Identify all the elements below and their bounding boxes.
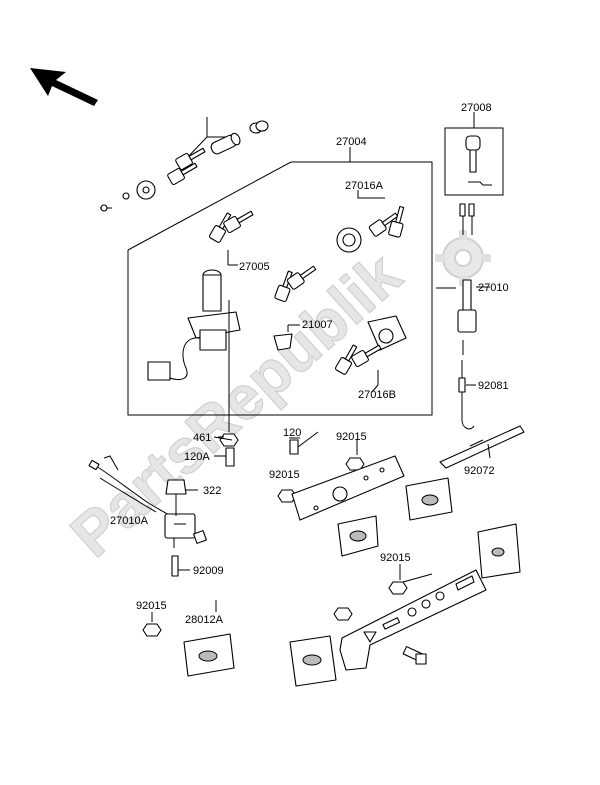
label-27010A: 27010A bbox=[110, 515, 149, 527]
label-92072: 92072 bbox=[464, 465, 495, 477]
cap-nut-322 bbox=[165, 479, 198, 516]
key-icon bbox=[368, 212, 399, 237]
key-icon bbox=[334, 344, 358, 375]
spring-icon bbox=[249, 120, 269, 134]
label-27005: 27005 bbox=[239, 261, 270, 273]
bolt-120 bbox=[289, 431, 319, 455]
label-461: 461 bbox=[193, 432, 211, 444]
nut-lower-left bbox=[333, 607, 353, 621]
switch-27010 bbox=[457, 203, 490, 355]
nut-92015-lower bbox=[388, 564, 433, 595]
nut-92015-side bbox=[277, 489, 297, 503]
key-cap-21007 bbox=[273, 265, 317, 351]
label-92081: 92081 bbox=[478, 380, 509, 392]
mounting-plate bbox=[291, 455, 405, 521]
top-key-set bbox=[100, 117, 269, 212]
label-120A: 120A bbox=[184, 451, 210, 463]
screw-92009 bbox=[171, 555, 190, 577]
rubber-pad-1 bbox=[405, 477, 453, 521]
label-27016B: 27016B bbox=[358, 389, 396, 401]
rubber-pad-3 bbox=[477, 523, 521, 579]
rubber-pad-28012A bbox=[183, 633, 235, 677]
bolt-lower bbox=[402, 646, 427, 665]
key-blank-27008 bbox=[444, 112, 504, 196]
assembly-box-27004 bbox=[127, 147, 433, 416]
rubber-pad-bottom bbox=[289, 635, 337, 687]
front-direction-arrow-icon bbox=[30, 68, 98, 106]
gear-icon bbox=[435, 230, 491, 286]
label-92015-left: 92015 bbox=[136, 600, 167, 612]
part-labels: 27008 27004 27016A 27005 27010 21007 270… bbox=[110, 102, 509, 626]
label-120: 120 bbox=[283, 427, 301, 439]
label-27008: 27008 bbox=[461, 102, 492, 114]
label-92015-lower: 92015 bbox=[380, 552, 411, 564]
lock-cylinder-icon bbox=[210, 132, 241, 155]
lock-disc-icon bbox=[136, 180, 156, 200]
leader-lines bbox=[213, 287, 484, 612]
screw-icon bbox=[100, 204, 112, 212]
key-icon bbox=[223, 210, 254, 234]
switch-27010A bbox=[88, 455, 207, 548]
label-27004: 27004 bbox=[336, 136, 367, 148]
label-27016A: 27016A bbox=[345, 180, 384, 192]
bolt-120A bbox=[214, 447, 235, 467]
key-icon bbox=[286, 265, 317, 290]
ignition-switch-27005 bbox=[147, 210, 254, 432]
nut-92015-left bbox=[142, 612, 162, 637]
key-icon bbox=[388, 205, 405, 238]
label-28012A: 28012A bbox=[185, 614, 224, 626]
label-92009: 92009 bbox=[193, 565, 224, 577]
spring-92081 bbox=[458, 360, 476, 430]
band-92072 bbox=[439, 425, 525, 469]
key-icon bbox=[351, 344, 382, 368]
label-27010: 27010 bbox=[478, 282, 509, 294]
lock-assembly-27016B bbox=[334, 315, 407, 393]
label-92015-side: 92015 bbox=[269, 469, 300, 481]
key-icon bbox=[167, 162, 198, 186]
label-92015-top: 92015 bbox=[336, 431, 367, 443]
label-322: 322 bbox=[203, 485, 221, 497]
seat-lock-27016A bbox=[336, 190, 405, 253]
nut-92015-top bbox=[345, 440, 365, 471]
rubber-pad-2 bbox=[337, 515, 379, 557]
key-icon bbox=[175, 147, 206, 171]
label-21007: 21007 bbox=[302, 319, 333, 331]
lower-bracket bbox=[339, 569, 487, 671]
